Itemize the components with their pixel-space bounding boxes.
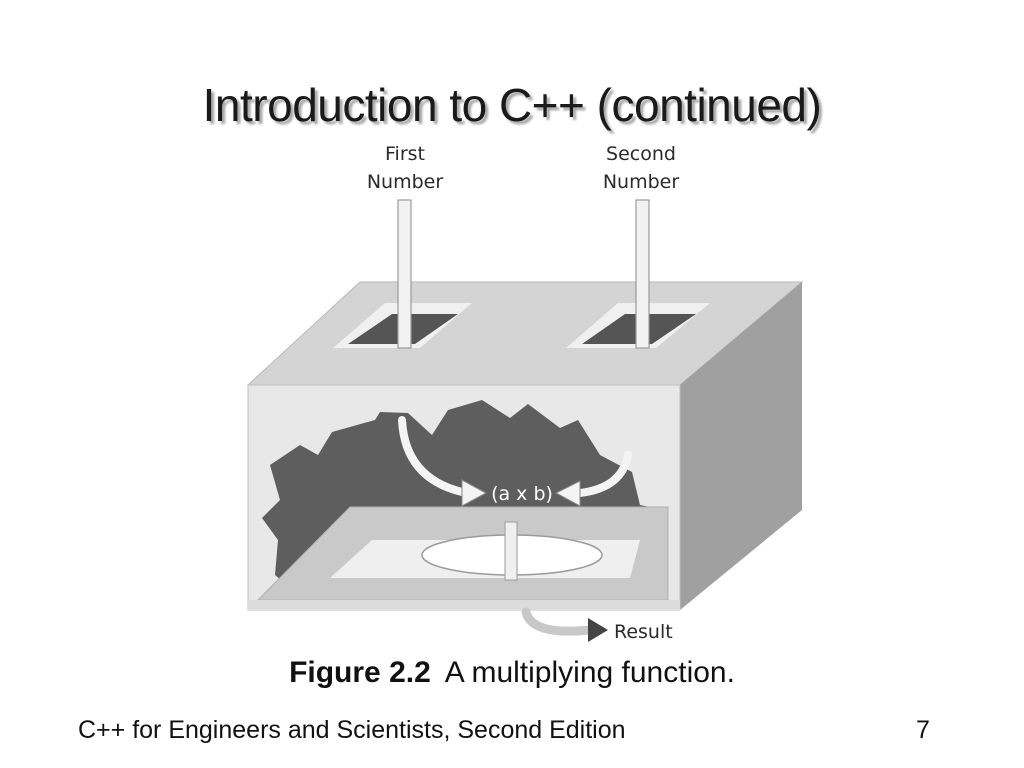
first-number-label-line2: Number xyxy=(367,171,444,193)
second-arrowhead-icon xyxy=(554,480,581,507)
footer-book-title: C++ for Engineers and Scientists, Second… xyxy=(78,716,626,744)
box-side-face xyxy=(680,282,802,610)
second-input-arrow xyxy=(576,451,632,497)
slide-title: Introduction to C++ (continued) xyxy=(202,79,822,131)
result-arrow xyxy=(521,607,595,636)
first-input-rod xyxy=(397,199,412,349)
operation-label: (a x b) xyxy=(491,483,553,505)
result-label: Result xyxy=(614,621,673,643)
first-input-arrow xyxy=(398,416,466,496)
second-number-label-line2: Number xyxy=(603,171,680,193)
second-input-rod xyxy=(635,199,650,349)
figure-text: A multiplying function. xyxy=(444,656,735,689)
first-arrowhead-icon xyxy=(461,479,488,507)
page-number: 7 xyxy=(916,716,930,744)
box-bottom-edge xyxy=(248,600,680,610)
second-number-label-line1: Second xyxy=(606,143,676,165)
result-arrowhead-icon xyxy=(588,618,608,642)
figure-number: Figure 2.2 xyxy=(289,656,431,689)
result-stem xyxy=(504,521,518,581)
first-number-label-line1: First xyxy=(385,143,425,165)
figure-caption: Figure 2.2 A multiplying function. xyxy=(0,656,1024,690)
